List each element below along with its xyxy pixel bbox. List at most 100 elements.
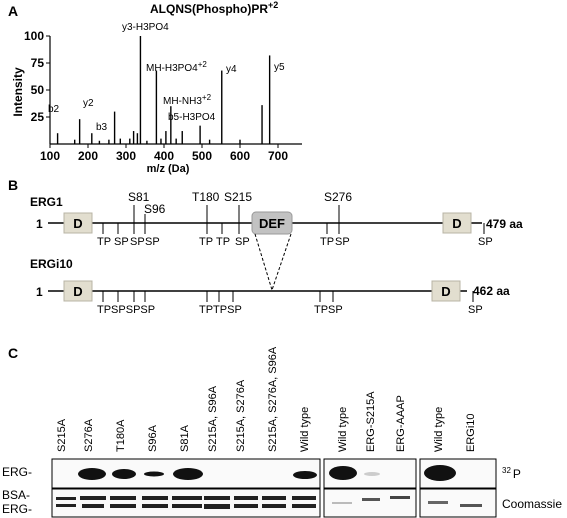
band	[80, 496, 106, 500]
band	[424, 465, 456, 481]
lane-label: T180A	[115, 419, 127, 452]
band	[172, 496, 202, 500]
x-tick-label: 300	[116, 149, 136, 163]
erg1-d-domain-right	[442, 212, 472, 234]
x-tick-label: 100	[40, 149, 60, 163]
erg1-motifs: TP SP SP SP TP TP SP TP SP SP	[97, 236, 493, 248]
lane-label: ERG-S215A	[365, 391, 377, 452]
y-tick-label: 100	[24, 29, 44, 43]
lane-label: S215A, S276A	[235, 379, 247, 452]
peak-label-y3: y3-H3PO4	[122, 22, 169, 33]
coomassie-label: Coomassie	[502, 497, 562, 511]
band	[56, 497, 76, 500]
erg1-sites: S81 S96 T180 S215 S276	[128, 190, 352, 216]
band	[362, 498, 380, 501]
row-label-erg-2: ERG-	[2, 502, 32, 516]
band	[172, 504, 202, 508]
deletion-dash-right	[271, 233, 292, 291]
site-label: T180	[192, 190, 220, 204]
band	[292, 504, 316, 508]
band	[110, 496, 136, 500]
band	[144, 471, 164, 477]
peak-label-b3: b3	[96, 122, 108, 133]
ergi10-motifs: TPSPSPSP TPTPSP TPSP SP	[97, 304, 483, 316]
peak-label-y4: y4	[226, 64, 237, 75]
lane-label: S96A	[147, 424, 159, 452]
lane-label: S276A	[83, 418, 95, 452]
erg1-d-domain-right-label: D	[452, 216, 461, 231]
erg1-motif-ticks	[102, 223, 485, 234]
erg1-def-domain-label: DEF	[259, 216, 285, 231]
lane-label: S215A, S96A	[207, 385, 219, 452]
spectrum-peaks	[56, 36, 271, 144]
site-label: S81	[128, 190, 150, 204]
lane-label: S81A	[179, 424, 191, 452]
peak-label-y2: y2	[83, 98, 94, 109]
erg1-def-domain	[251, 211, 293, 235]
y-tick-label: 75	[31, 56, 45, 70]
motif-label: SP	[114, 236, 129, 248]
band	[460, 504, 482, 507]
ergi10-d-domain-right-label: D	[441, 284, 450, 299]
erg1-site-ticks	[133, 205, 340, 223]
band	[332, 502, 352, 504]
band	[56, 504, 76, 507]
motif-label: SP	[335, 236, 350, 248]
y-axis-label: Intensity	[11, 67, 25, 117]
erg1-label: ERG1	[30, 195, 63, 209]
x-tick-label: 700	[268, 149, 288, 163]
band	[234, 496, 258, 500]
y-tick-label: 50	[31, 83, 45, 97]
motif-label: SP	[130, 236, 145, 248]
motif-label: TPSPSPSP	[97, 304, 155, 316]
ergi10-d-domain-left-label: D	[73, 284, 82, 299]
motif-label: SP	[145, 236, 160, 248]
panel-b-letter: B	[8, 177, 18, 193]
ergi10-start: 1	[36, 285, 43, 299]
band	[78, 468, 106, 480]
motif-label: TP	[216, 236, 230, 248]
motif-label: TP	[199, 236, 213, 248]
row-label-bsa: BSA-	[2, 488, 30, 502]
band	[364, 472, 380, 476]
band	[110, 504, 136, 508]
erg1-d-domain-left	[63, 212, 93, 234]
peak-label-b5: b5-H3PO4	[168, 112, 216, 123]
erg1-start: 1	[36, 217, 43, 231]
band	[390, 496, 410, 499]
ergi10-motif-ticks	[102, 291, 474, 302]
y-ticks: 100 75 50 25	[24, 29, 50, 124]
ergi10-length: 462 aa	[473, 284, 510, 298]
band	[142, 496, 168, 500]
x-ticks: 100 200 300 400 500 600 700	[40, 144, 288, 163]
ergi10-d-domain-right	[431, 280, 461, 302]
motif-label: TPSP	[314, 304, 343, 316]
erg1-d-domain-left-label: D	[73, 216, 82, 231]
x-tick-label: 200	[78, 149, 98, 163]
site-label: S96	[144, 202, 166, 216]
ergi10-label: ERGi10	[30, 257, 73, 271]
motif-label: SP	[468, 304, 483, 316]
erg1-length: 479 aa	[486, 217, 523, 231]
x-axis-label: m/z (Da)	[147, 163, 190, 175]
band	[329, 466, 357, 480]
band	[262, 496, 286, 500]
band	[292, 496, 316, 500]
band	[204, 496, 230, 500]
deletion-dash-left	[254, 233, 273, 291]
panel-c: C S215A S276A T180A S96A S81A S215A, S96…	[2, 345, 562, 518]
motif-label: TP	[320, 236, 334, 248]
x-tick-label: 600	[230, 149, 250, 163]
motif-label: SP	[235, 236, 250, 248]
panel-c-letter: C	[8, 345, 18, 361]
band	[234, 504, 258, 508]
coomassie-bands	[56, 496, 482, 509]
lane-label: ERGi10	[465, 413, 477, 452]
ergi10-d-domain-left	[63, 280, 93, 302]
lane-label: Wild type	[337, 407, 349, 452]
lane-label: S215A, S276A, S96A	[267, 346, 279, 452]
lane-label: S215A	[56, 418, 68, 452]
lane-label: Wild type	[299, 407, 311, 452]
x-tick-label: 500	[192, 149, 212, 163]
